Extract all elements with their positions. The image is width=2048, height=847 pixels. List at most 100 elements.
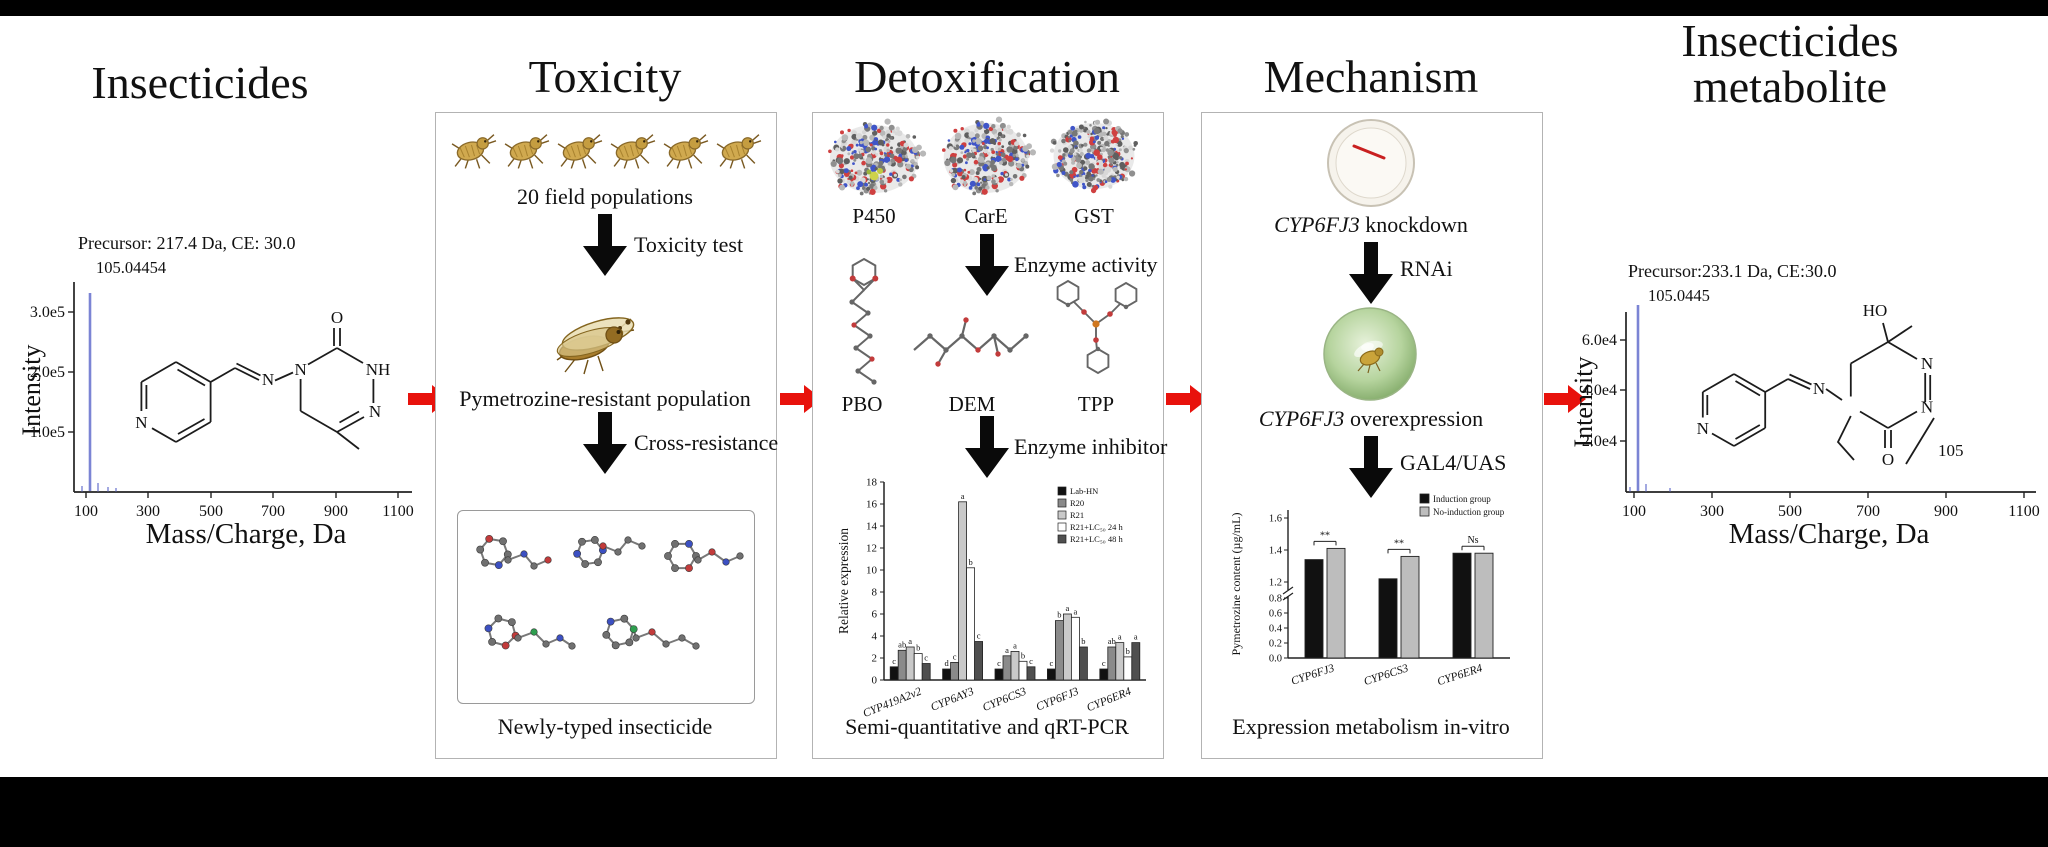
legend-label: R21 <box>1070 510 1084 520</box>
svg-text:c: c <box>977 631 981 641</box>
x-tick-label: 500 <box>199 503 223 520</box>
novel-insecticide-structure-2 <box>573 536 646 568</box>
pbo-molecule-image <box>849 257 879 385</box>
overexpression-fly-image <box>1323 307 1417 401</box>
x-tick-label: 900 <box>1934 503 1958 520</box>
svg-text:d: d <box>944 658 949 668</box>
bar <box>1062 613 1072 681</box>
x-tick-label: 700 <box>261 503 285 520</box>
svg-text:b: b <box>1081 636 1085 646</box>
svg-text:a: a <box>1005 645 1009 655</box>
pyridine-n-label: N <box>1697 419 1709 438</box>
bar <box>1054 620 1064 681</box>
y-axis-title: Intensity <box>17 345 46 436</box>
legend-label: R20 <box>1070 498 1084 508</box>
flow-arrow-4 <box>1544 385 1586 413</box>
svg-text:0.6: 0.6 <box>1269 609 1282 620</box>
svg-text:14: 14 <box>866 521 878 533</box>
down-arrow-gal4uas <box>1349 436 1393 498</box>
svg-text:b: b <box>1126 646 1130 656</box>
dem-molecule-image <box>913 317 1029 367</box>
down-arrow-cross-resistance <box>583 412 627 474</box>
planthopper-icon <box>557 134 603 169</box>
precursor-info: Precursor: 217.4 Da, CE: 30.0 <box>78 233 295 253</box>
bar <box>1078 646 1088 681</box>
svg-text:0.2: 0.2 <box>1269 639 1282 650</box>
overexpression-label: CYP6FJ3 overexpression <box>1201 406 1541 432</box>
enzyme-inhibitor-label: Enzyme inhibitor <box>1014 434 1168 459</box>
resistant-population-label: Pymetrozine-resistant population <box>459 386 751 411</box>
bar <box>1474 552 1494 659</box>
knockdown-dish-image <box>1327 119 1415 207</box>
svg-text:ab: ab <box>898 639 906 649</box>
svg-text:c: c <box>953 651 957 661</box>
svg-text:c: c <box>997 658 1001 668</box>
novel-insecticide-structure-4 <box>484 614 576 650</box>
svg-text:c: c <box>924 653 928 663</box>
down-arrow-enzyme-activity <box>965 234 1009 296</box>
bar <box>897 649 907 681</box>
y-axis-title: Pymetrozine content (µg/mL) <box>1229 513 1243 656</box>
bar <box>958 501 967 681</box>
category-label: CYP6CS3 <box>981 686 1028 714</box>
svg-text:c: c <box>892 656 896 666</box>
svg-text:0.0: 0.0 <box>1269 654 1282 665</box>
pyridine-n-label: N <box>135 413 147 432</box>
svg-text:8: 8 <box>872 587 878 599</box>
bar <box>1400 555 1420 659</box>
category-label: CYP6FJ3 <box>1290 662 1336 687</box>
toxicity-title: Toxicity <box>528 51 682 102</box>
imine-n-label: N <box>1813 379 1825 398</box>
bar <box>974 641 984 681</box>
imine-n-label: N <box>262 370 274 389</box>
svg-text:b: b <box>1021 650 1025 660</box>
legend-label: R21+LC₅₀ 24 h <box>1070 522 1124 532</box>
svg-text:1.6: 1.6 <box>1269 514 1282 525</box>
field-populations-label: 20 field populations <box>517 184 693 209</box>
bar <box>1326 547 1346 659</box>
y-tick-label: 4.0e4 <box>1582 382 1617 399</box>
bar <box>994 668 1004 681</box>
svg-text:16: 16 <box>866 499 878 511</box>
x-tick-label: 300 <box>1700 503 1724 520</box>
toxicity-test-label: Toxicity test <box>634 232 744 257</box>
y-axis-title: Relative expression <box>836 528 851 634</box>
svg-text:a: a <box>1134 632 1138 642</box>
flow-arrow-3 <box>1166 385 1208 413</box>
detoxification-title: Detoxification <box>854 51 1120 102</box>
svg-text:1.2: 1.2 <box>1269 578 1282 589</box>
dem-label: DEM <box>948 392 996 416</box>
bar <box>889 666 899 681</box>
category-label: CYP6ER4 <box>1085 686 1133 715</box>
flow-arrow-2 <box>780 385 822 413</box>
mechanism-title: Mechanism <box>1263 51 1479 102</box>
svg-text:a: a <box>1118 632 1122 642</box>
bar <box>1131 642 1141 681</box>
svg-text:0.8: 0.8 <box>1269 594 1282 605</box>
x-tick-label: 100 <box>1622 503 1646 520</box>
y-tick-label: 2.0e5 <box>30 364 65 381</box>
x-tick-label: 1100 <box>2008 503 2039 520</box>
legend-label: Lab-HN <box>1070 486 1098 496</box>
y-axis-title: Intensity <box>1569 357 1598 448</box>
precursor-info: Precursor:233.1 Da, CE:30.0 <box>1628 261 1836 281</box>
care-label: CarE <box>964 204 1008 228</box>
knockdown-gene: CYP6FJ3 <box>1274 212 1360 237</box>
peak-mz-label: 105.0445 <box>1648 286 1710 305</box>
category-label: CYP6CS3 <box>1362 662 1410 688</box>
pymetrozine-structure: N N N NH N O <box>135 308 390 450</box>
svg-text:18: 18 <box>866 477 878 489</box>
p450-label: P450 <box>852 204 896 228</box>
pbo-label: PBO <box>841 392 883 416</box>
hydroxyl-label: HO <box>1863 301 1888 320</box>
x-axis-title: Mass/Charge, Da <box>1729 518 1930 550</box>
bar <box>1107 646 1117 681</box>
mechanism-caption: Expression metabolism in-vitro <box>1232 714 1510 739</box>
svg-text:b: b <box>1057 610 1061 620</box>
planthopper-icon <box>663 134 709 169</box>
legend-label: No-induction group <box>1433 507 1505 517</box>
